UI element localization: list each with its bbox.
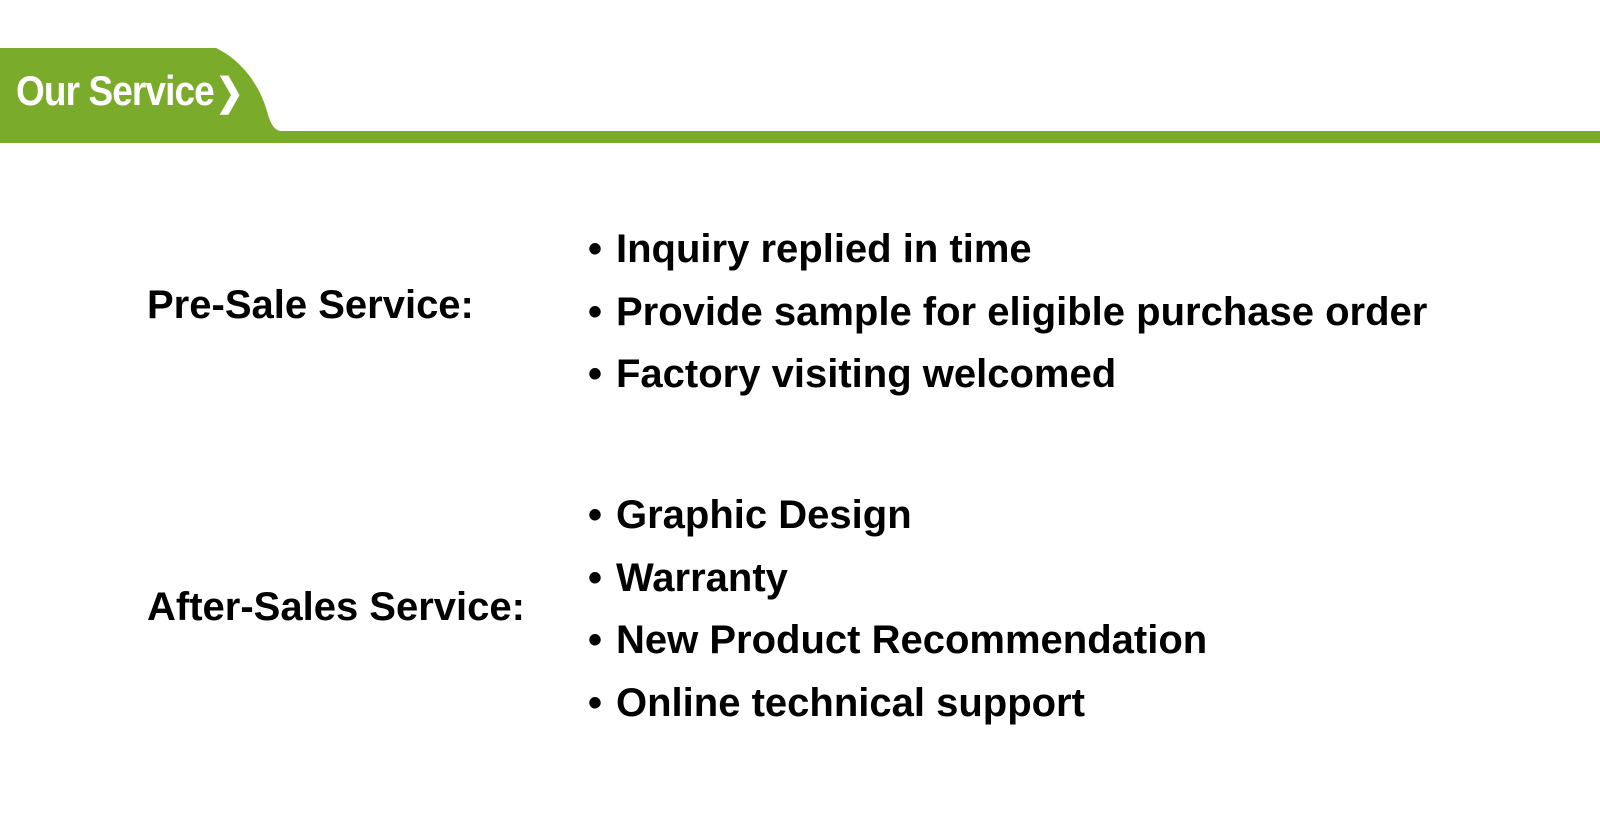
list-item: • Factory visiting welcomed [588,354,1427,417]
bullet-icon: • [588,352,603,396]
list-item-text: Warranty [616,555,788,600]
header-banner-shape [0,48,1600,143]
bullet-icon: • [588,680,603,725]
chevron-right-icon: ❯ [215,72,244,114]
bullet-icon: • [588,227,603,271]
bullet-icon: • [588,555,603,600]
pre-sale-service-list: • Inquiry replied in time • Provide sample… [588,229,1427,417]
list-item-text: Provide sample for eligible purchase ord… [616,289,1428,334]
list-item-text: Online technical support [616,680,1085,725]
after-sales-service-label: After-Sales Service: [147,585,525,629]
bullet-icon: • [588,493,603,537]
list-item-text: Inquiry replied in time [616,227,1032,271]
list-item: • Warranty [588,558,1207,621]
list-item-text: Graphic Design [616,493,912,537]
list-item-text: Factory visiting welcomed [616,352,1117,396]
pre-sale-service-label: Pre-Sale Service: [147,283,474,327]
page-title-text: Our Service [16,67,215,114]
header-banner: Our Service❯ [0,0,1600,145]
bullet-icon: • [588,289,603,334]
list-item: • Graphic Design [588,495,1207,558]
list-item: • Inquiry replied in time [588,229,1427,292]
list-item: • Online technical support [588,683,1207,746]
after-sales-service-list: • Graphic Design • Warranty • New Product R… [588,495,1207,745]
page-title: Our Service❯ [16,67,244,114]
list-item: • Provide sample for eligible purchase or… [588,292,1427,355]
list-item-text: New Product Recommendation [616,618,1208,662]
list-item: • New Product Recommendation [588,620,1207,683]
bullet-icon: • [588,618,603,662]
